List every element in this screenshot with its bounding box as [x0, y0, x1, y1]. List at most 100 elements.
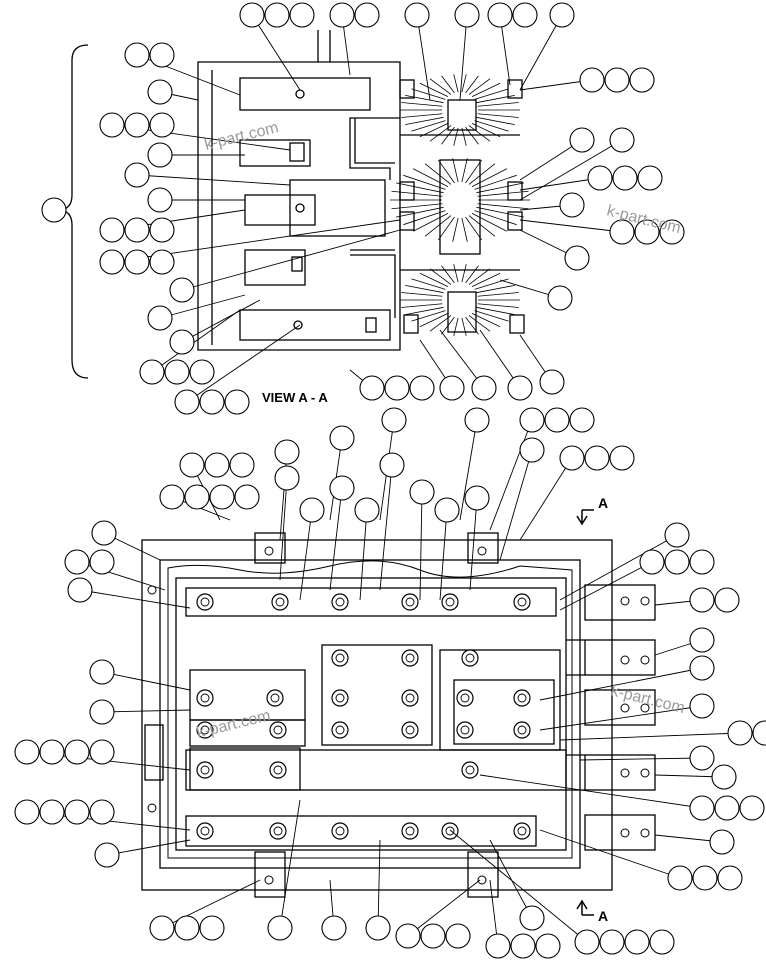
watermark-1: k-part.com: [203, 119, 280, 154]
mounting-hole: [264, 546, 274, 556]
callout-balloon: [569, 127, 595, 153]
heatsink-fin: [438, 216, 455, 241]
heatsink-fin: [429, 78, 452, 95]
callout-balloon: [174, 915, 200, 941]
mounting-hole: [264, 875, 274, 885]
callout-balloon: [544, 407, 570, 433]
callout-balloon: [329, 425, 355, 451]
heatsink-fin: [474, 310, 509, 322]
bolt-head-inner: [200, 693, 210, 703]
bolt-head-inner: [273, 765, 283, 775]
callout-balloon: [147, 305, 173, 331]
callout-balloon: [664, 549, 690, 575]
callout-balloon: [239, 2, 265, 28]
callout-balloon: [39, 799, 65, 825]
callout-balloon: [99, 249, 125, 275]
heatsink-fin: [476, 206, 525, 218]
callout-balloon: [209, 484, 235, 510]
mounting-hole: [640, 703, 650, 713]
callout-balloon: [752, 720, 766, 746]
bolt-head-inner: [517, 597, 527, 607]
callout-balloon: [519, 437, 545, 463]
heatsink-fin: [477, 102, 519, 107]
callout-balloon: [149, 249, 175, 275]
callout-balloon: [124, 42, 150, 68]
heatsink-fin: [468, 125, 491, 142]
heatsink-fin: [465, 126, 479, 145]
mounting-hole: [620, 596, 630, 606]
leader-line: [416, 14, 431, 101]
callout-balloon: [89, 699, 115, 725]
heatsink-fin: [412, 213, 449, 232]
heatsink-fin: [419, 82, 449, 97]
leader-line: [539, 829, 681, 879]
callout-balloon: [354, 2, 380, 28]
leader-line: [359, 509, 368, 601]
heatsink-fin: [419, 313, 449, 328]
callout-balloon: [587, 165, 613, 191]
leader-line: [519, 219, 623, 233]
bolt-head: [441, 593, 459, 611]
callout-balloon: [714, 795, 740, 821]
bolt-head-inner: [445, 597, 455, 607]
bolt-head: [196, 822, 214, 840]
callout-balloon: [267, 915, 293, 941]
callout-balloon: [124, 112, 150, 138]
heatsink-fin: [476, 284, 515, 294]
bolt-head-inner: [200, 725, 210, 735]
callout-balloon: [420, 923, 446, 949]
callout-balloon: [569, 407, 595, 433]
leader-line: [539, 667, 703, 701]
bolt-head-inner: [465, 765, 475, 775]
callout-balloon: [434, 497, 460, 523]
heatsink-fin: [441, 316, 455, 335]
callout-balloon: [714, 587, 740, 613]
callout-balloon: [99, 112, 125, 138]
bolt-head: [461, 649, 479, 667]
callout-balloon: [94, 842, 120, 868]
callout-balloon: [649, 929, 675, 955]
heatsink-fin: [461, 127, 467, 146]
mounting-hole: [620, 655, 630, 665]
heatsink-fin: [453, 264, 459, 283]
heatsink-fin: [401, 113, 443, 118]
leader-line: [159, 294, 246, 319]
callout-balloon: [224, 389, 250, 415]
heatsink-fin: [476, 94, 515, 104]
bolt-head: [331, 593, 349, 611]
heatsink-fin: [391, 203, 443, 210]
callout-balloon: [634, 219, 660, 245]
leader-line: [559, 732, 741, 741]
callout-balloon: [184, 484, 210, 510]
heatsink-fin: [471, 213, 508, 232]
callout-balloon: [64, 549, 90, 575]
callout-balloon: [609, 445, 635, 471]
callout-balloon: [199, 389, 225, 415]
heatsink-fin: [395, 182, 444, 194]
heatsink-fin: [461, 74, 467, 93]
leader-line: [459, 419, 478, 521]
bolt-head-inner: [273, 826, 283, 836]
leader-line: [186, 324, 301, 403]
mounting-hole: [477, 546, 487, 556]
view-label: VIEW A - A: [262, 390, 328, 405]
callout-balloon: [439, 375, 465, 401]
heatsink-fin: [412, 168, 449, 187]
heatsink-fin: [476, 306, 515, 316]
callout-balloon: [39, 739, 65, 765]
bolt-head: [513, 593, 531, 611]
bolt-head-inner: [405, 725, 415, 735]
callout-balloon: [274, 439, 300, 465]
heatsink-fin: [461, 264, 467, 283]
heatsink-fin: [477, 113, 519, 118]
leader-line: [519, 177, 601, 191]
callout-balloon: [14, 799, 40, 825]
leader-line: [379, 464, 393, 591]
mounting-hole: [620, 703, 630, 713]
callout-balloon: [124, 162, 150, 188]
callout-balloon: [274, 465, 300, 491]
leader-line: [181, 299, 261, 343]
callout-balloon: [689, 655, 715, 681]
callout-balloon: [464, 485, 490, 511]
callout-balloon: [629, 67, 655, 93]
